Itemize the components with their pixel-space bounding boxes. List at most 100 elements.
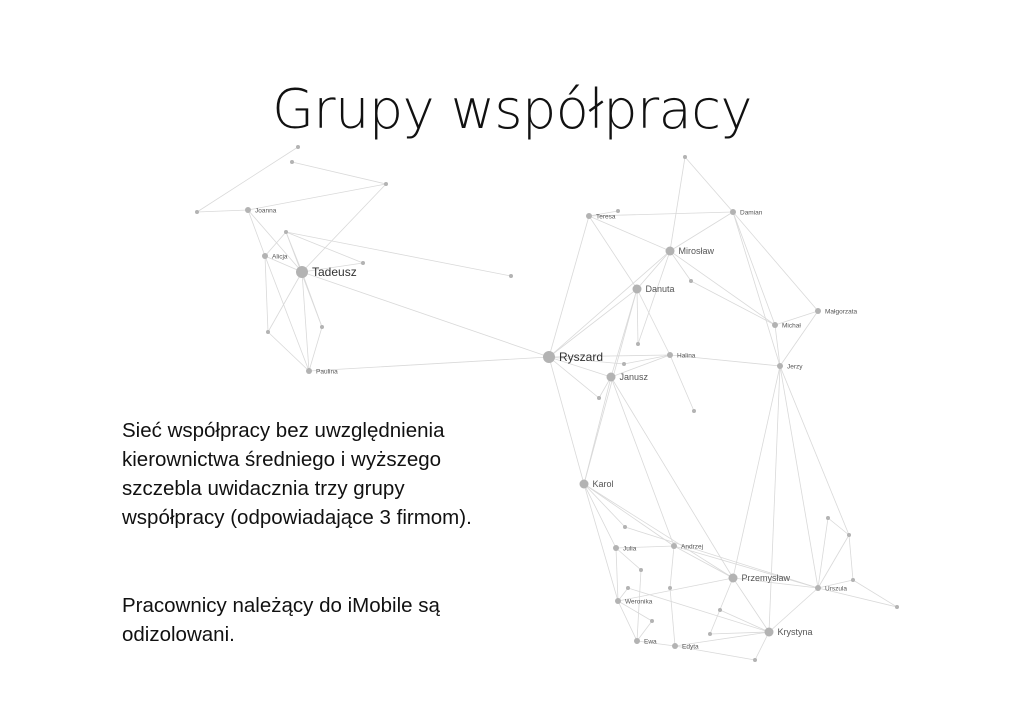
graph-node-edyta — [672, 643, 678, 649]
graph-edge-Halina-Janusz — [610, 354, 671, 378]
graph-node-malgorzata — [815, 308, 821, 314]
graph-edge-Halina-u16 — [669, 354, 695, 412]
graph-node-u9 — [509, 274, 513, 278]
graph-edge-Janusz-Przemyslaw — [610, 376, 734, 579]
graph-node-danuta — [632, 284, 642, 294]
graph-edge-Joanna-u4 — [196, 209, 249, 213]
graph-edge-Damian-Miroslaw — [669, 211, 734, 252]
graph-edge-Danuta-u12 — [636, 288, 639, 345]
graph-node-tadeusz — [296, 266, 308, 278]
graph-node-label-weronika: Weronika — [625, 598, 653, 605]
imobile-note-paragraph: Pracownicy należący do iMobile są odizol… — [122, 594, 440, 646]
graph-edge-Andrzej-Urszula — [673, 545, 819, 589]
graph-edge-u10-Miroslaw — [669, 156, 686, 252]
graph-edge-u4-u1 — [196, 146, 299, 213]
graph-edge-Karol-Julia — [583, 483, 617, 549]
graph-edge-Janusz-Karol — [583, 376, 612, 485]
graph-edge-Paulina-Ryszard — [308, 356, 550, 372]
graph-node-alicja — [262, 253, 268, 259]
graph-node-u3 — [384, 182, 388, 186]
graph-edge-Tadeusz-Ryszard — [301, 271, 550, 358]
graph-edge-Miroslaw-Michal — [669, 250, 776, 326]
graph-edge-Ryszard-Miroslaw — [548, 250, 671, 358]
graph-edge-Alicja-Tadeusz — [264, 255, 303, 273]
graph-node-u8 — [320, 325, 324, 329]
graph-edge-Przemyslaw-Urszula — [732, 577, 819, 589]
graph-node-label-danuta: Danuta — [646, 284, 675, 294]
graph-edge-Julia-Andrzej — [615, 545, 675, 549]
graph-node-u13 — [689, 279, 693, 283]
graph-edge-Weronika-Przemyslaw — [617, 577, 734, 602]
graph-edge-Joanna-u3 — [247, 183, 387, 211]
graph-node-label-teresa: Teresa — [596, 213, 616, 220]
graph-node-label-karol: Karol — [593, 479, 614, 489]
graph-edge-Ewa-Edyta — [636, 640, 676, 647]
graph-edge-Malgorzata-Michal — [774, 310, 819, 326]
graph-edge-u20-Krystyna — [709, 631, 770, 635]
graph-edge-Urszula-u22 — [817, 534, 850, 589]
graph-node-michal — [772, 322, 778, 328]
graph-node-label-ryszard: Ryszard — [559, 350, 603, 364]
graph-node-u27 — [753, 658, 757, 662]
graph-node-u12 — [636, 342, 640, 346]
graph-edge-Damian-Jerzy — [732, 211, 781, 367]
graph-node-label-julia: Julia — [623, 545, 637, 552]
graph-node-u28 — [718, 608, 722, 612]
graph-node-teresa — [586, 213, 592, 219]
graph-edge-Ryszard-Halina — [548, 354, 671, 358]
graph-edge-Tadeusz-Paulina — [301, 271, 310, 372]
graph-node-label-przemyslaw: Przemysław — [742, 573, 791, 583]
graph-edge-Krystyna-u25 — [627, 587, 770, 633]
graph-node-u24 — [895, 605, 899, 609]
graph-node-urszula — [815, 585, 821, 591]
graph-edge-Karol-Przemyslaw — [583, 483, 734, 579]
graph-node-krystyna — [764, 627, 774, 637]
graph-node-label-krystyna: Krystyna — [778, 627, 813, 637]
graph-edge-u23-u24 — [852, 579, 898, 608]
graph-node-miroslaw — [665, 246, 675, 256]
graph-node-u25 — [626, 586, 630, 590]
graph-node-u22 — [847, 533, 851, 537]
graph-edge-Krystyna-u28 — [719, 609, 770, 633]
graph-edge-Przemyslaw-Krystyna — [732, 577, 770, 633]
graph-edge-Edyta-Krystyna — [674, 631, 770, 647]
graph-node-u18 — [639, 568, 643, 572]
graph-edge-Joanna-Alicja — [247, 209, 266, 257]
graph-node-u14 — [622, 362, 626, 366]
graph-edge-Miroslaw-Danuta — [636, 250, 671, 290]
graph-edge-u5-u6 — [285, 231, 364, 264]
graph-edge-Jerzy-u22 — [779, 365, 850, 536]
graph-node-u6 — [361, 261, 365, 265]
graph-node-u16 — [692, 409, 696, 413]
graph-node-paulina — [306, 368, 312, 374]
graph-edge-Michal-Jerzy — [774, 324, 781, 367]
graph-edge-Malgorzata-Jerzy — [779, 310, 819, 367]
graph-node-u2 — [290, 160, 294, 164]
graph-node-weronika — [615, 598, 621, 604]
graph-edge-u9-u5 — [285, 231, 512, 277]
graph-edge-Karol-u17 — [583, 483, 626, 528]
graph-edge-u2-u3 — [291, 161, 387, 185]
graph-edge-Jerzy-Urszula — [779, 365, 819, 589]
graph-edge-Urszula-u24 — [817, 587, 898, 608]
graph-node-ryszard — [543, 351, 555, 363]
graph-node-label-halina: Halina — [677, 352, 696, 359]
graph-node-julia — [613, 545, 619, 551]
graph-edge-u8-u5 — [285, 231, 323, 328]
graph-edge-Urszula-u23 — [817, 579, 854, 589]
graph-node-u5 — [284, 230, 288, 234]
graph-edge-Alicja-Paulina — [264, 255, 310, 372]
graph-edge-Julia-u18 — [615, 547, 642, 571]
graph-node-przemyslaw — [728, 573, 738, 583]
description-paragraph: Sieć współpracy bez uwzględnienia kierow… — [122, 419, 472, 529]
graph-node-u26 — [650, 619, 654, 623]
graph-edge-Paulina-u7 — [267, 331, 310, 372]
graph-edge-Przemyslaw-u20 — [709, 577, 734, 635]
graph-node-label-miroslaw: Mirosław — [679, 246, 715, 256]
graph-edge-u13-Michal — [690, 280, 776, 326]
graph-edge-u18-Ewa — [636, 569, 642, 642]
graph-node-u7 — [266, 330, 270, 334]
graph-node-jerzy — [777, 363, 783, 369]
graph-edge-Teresa-Danuta — [588, 215, 638, 290]
